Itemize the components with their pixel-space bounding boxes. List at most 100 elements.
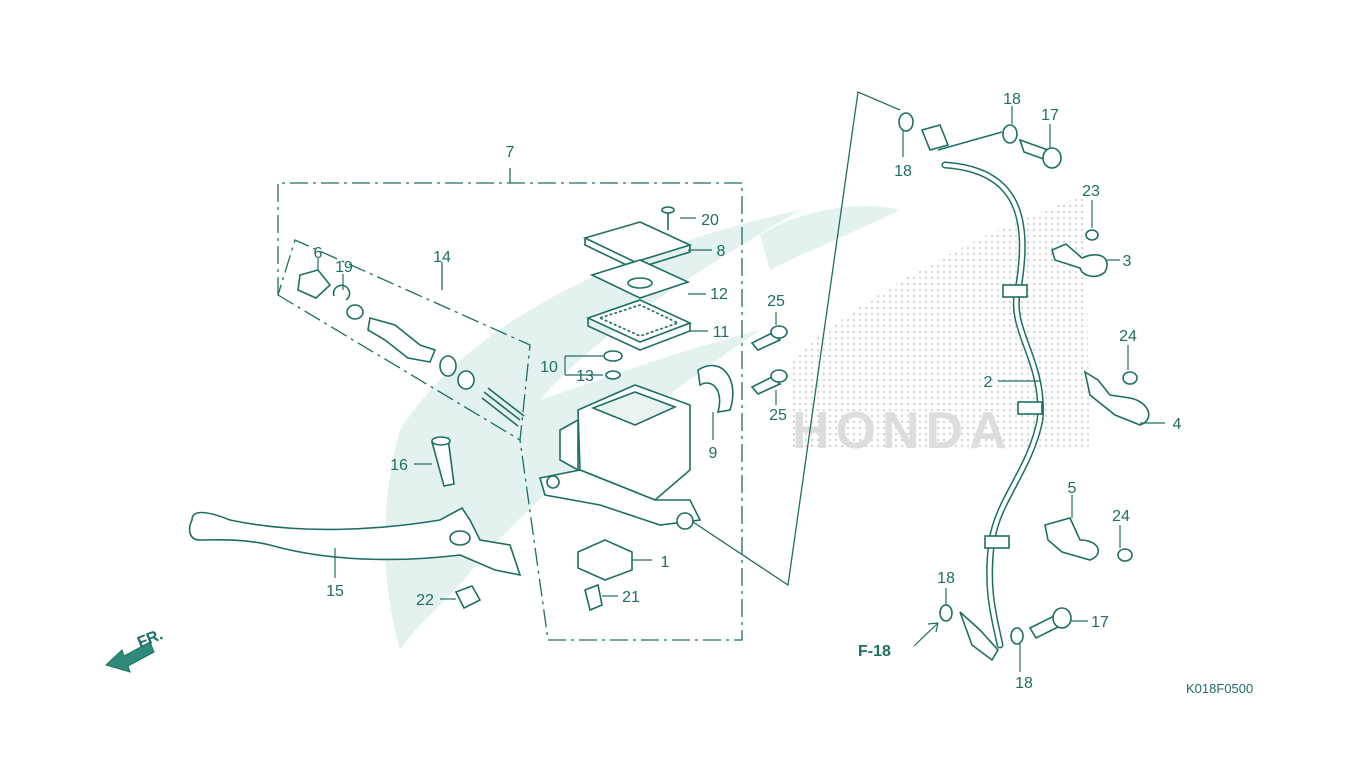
hose-clamp-5 [1044, 517, 1100, 561]
callout-p10: 10 [540, 359, 558, 376]
callout-p18a: 18 [894, 163, 912, 180]
callout-p25a: 25 [767, 293, 785, 310]
callout-p5: 5 [1068, 480, 1077, 497]
bolt-25-upper-head [770, 325, 788, 339]
banjo-lower [959, 611, 999, 662]
callout-p4: 4 [1173, 416, 1182, 433]
callout-p15: 15 [326, 583, 344, 600]
diagram-code: K018F0500 [1186, 681, 1253, 696]
bolt-25-lower-head [770, 369, 788, 383]
leader-lines [317, 106, 1165, 672]
bolt-23 [1085, 229, 1099, 241]
washer-13 [605, 370, 621, 380]
nut-22 [454, 585, 482, 610]
callout-p25b: 25 [769, 407, 787, 424]
callout-p24a: 24 [1119, 328, 1137, 345]
bolt-25-lower [750, 376, 782, 395]
switch-and-small-parts [431, 325, 788, 612]
pivot-bolt-16-head [431, 436, 451, 446]
watermark-brand: HONDA [792, 402, 1013, 460]
pivot-bolt-hole [676, 512, 694, 530]
cylinder-bore [559, 418, 579, 472]
callout-p12: 12 [710, 286, 728, 303]
callout-p2: 2 [984, 374, 993, 391]
diaphragm-edge [587, 318, 691, 351]
front-direction-indicator: FR. [105, 626, 165, 673]
banjo-bolt-17-lower-head [1052, 607, 1072, 629]
bolt-24-upper [1122, 371, 1138, 385]
callout-p19: 19 [335, 259, 353, 276]
circlip-19 [332, 284, 351, 301]
callout-p23: 23 [1082, 183, 1100, 200]
bolt-25-upper [750, 332, 782, 351]
brake-lever-body [188, 506, 522, 577]
callout-p8: 8 [717, 243, 726, 260]
washer-18-top-right [1002, 124, 1018, 144]
boot-6 [297, 269, 332, 299]
hose-clamp-3 [1051, 243, 1108, 278]
piston-seal [457, 370, 475, 390]
callout-p21: 21 [622, 589, 640, 606]
callout-p24b: 24 [1112, 508, 1130, 525]
callout-p3: 3 [1123, 253, 1132, 270]
group-14-outline [277, 239, 531, 442]
callout-p16: 16 [390, 457, 408, 474]
callout-p20: 20 [701, 212, 719, 229]
hose-bolt-axis [937, 131, 1003, 151]
brake-hose-2-core [943, 163, 1043, 647]
washer-small [346, 304, 364, 320]
banjo-upper [920, 124, 950, 151]
diaphragm-plate-hole [627, 277, 653, 289]
callout-p9: 9 [709, 445, 718, 462]
hose-group-bracket [689, 91, 901, 587]
washer-18-bottom-left [939, 604, 953, 622]
piston-spring [481, 387, 525, 427]
callout-p22: 22 [416, 592, 434, 609]
front-direction-label: FR. [135, 626, 165, 651]
cylinder-reservoir-opening [590, 391, 678, 426]
group-outlines [277, 91, 901, 641]
hose-grommet-2 [1017, 401, 1043, 415]
callout-p11: 11 [713, 324, 730, 341]
piston-cup [439, 355, 457, 377]
callout-p7: 7 [506, 144, 515, 161]
screw-21 [584, 583, 603, 612]
hose-clamp-4 [1083, 370, 1150, 426]
stop-switch-1 [577, 539, 633, 581]
callout-p18d: 18 [1015, 675, 1033, 692]
holder-9 [697, 364, 734, 413]
callout-p6: 6 [314, 245, 323, 262]
piston-kit-parts [297, 269, 525, 427]
f18-arrowhead [927, 622, 939, 633]
group-7-outline [277, 182, 743, 641]
master-cylinder-body [538, 350, 734, 530]
brake-lever-pivot [449, 530, 471, 546]
callout-p18c: 18 [937, 570, 955, 587]
piston-rod [367, 316, 437, 363]
bolt-24-lower [1117, 548, 1133, 562]
hose-grommet-1 [1002, 284, 1028, 298]
reference-page-label: F-18 [858, 643, 891, 660]
brake-lever [188, 506, 522, 577]
callout-p1: 1 [661, 554, 670, 571]
washer-18-bottom-right [1010, 627, 1024, 645]
part-callouts: 1234567891011121314151617171818181819202… [314, 91, 1182, 692]
cylinder-clamp-bracket [538, 469, 702, 526]
watermark-swoosh-tip [760, 206, 900, 270]
banjo-bolt-17-upper-head [1042, 147, 1062, 169]
callout-p17b: 17 [1091, 614, 1109, 631]
leader-10-13 [564, 355, 603, 376]
washer-18-top-left [898, 112, 914, 132]
hose-grommet-3 [984, 535, 1010, 549]
watermark-wing-dots [790, 195, 1090, 450]
callout-p13: 13 [576, 368, 594, 385]
bracket-hole [546, 475, 560, 489]
f18-arrow-line [913, 622, 939, 647]
callout-p14: 14 [433, 249, 451, 266]
watermark-brand-text: HONDA [792, 402, 1013, 460]
callout-p17a: 17 [1041, 107, 1059, 124]
front-arrow-icon [105, 641, 155, 673]
screw-20-head [661, 206, 675, 214]
